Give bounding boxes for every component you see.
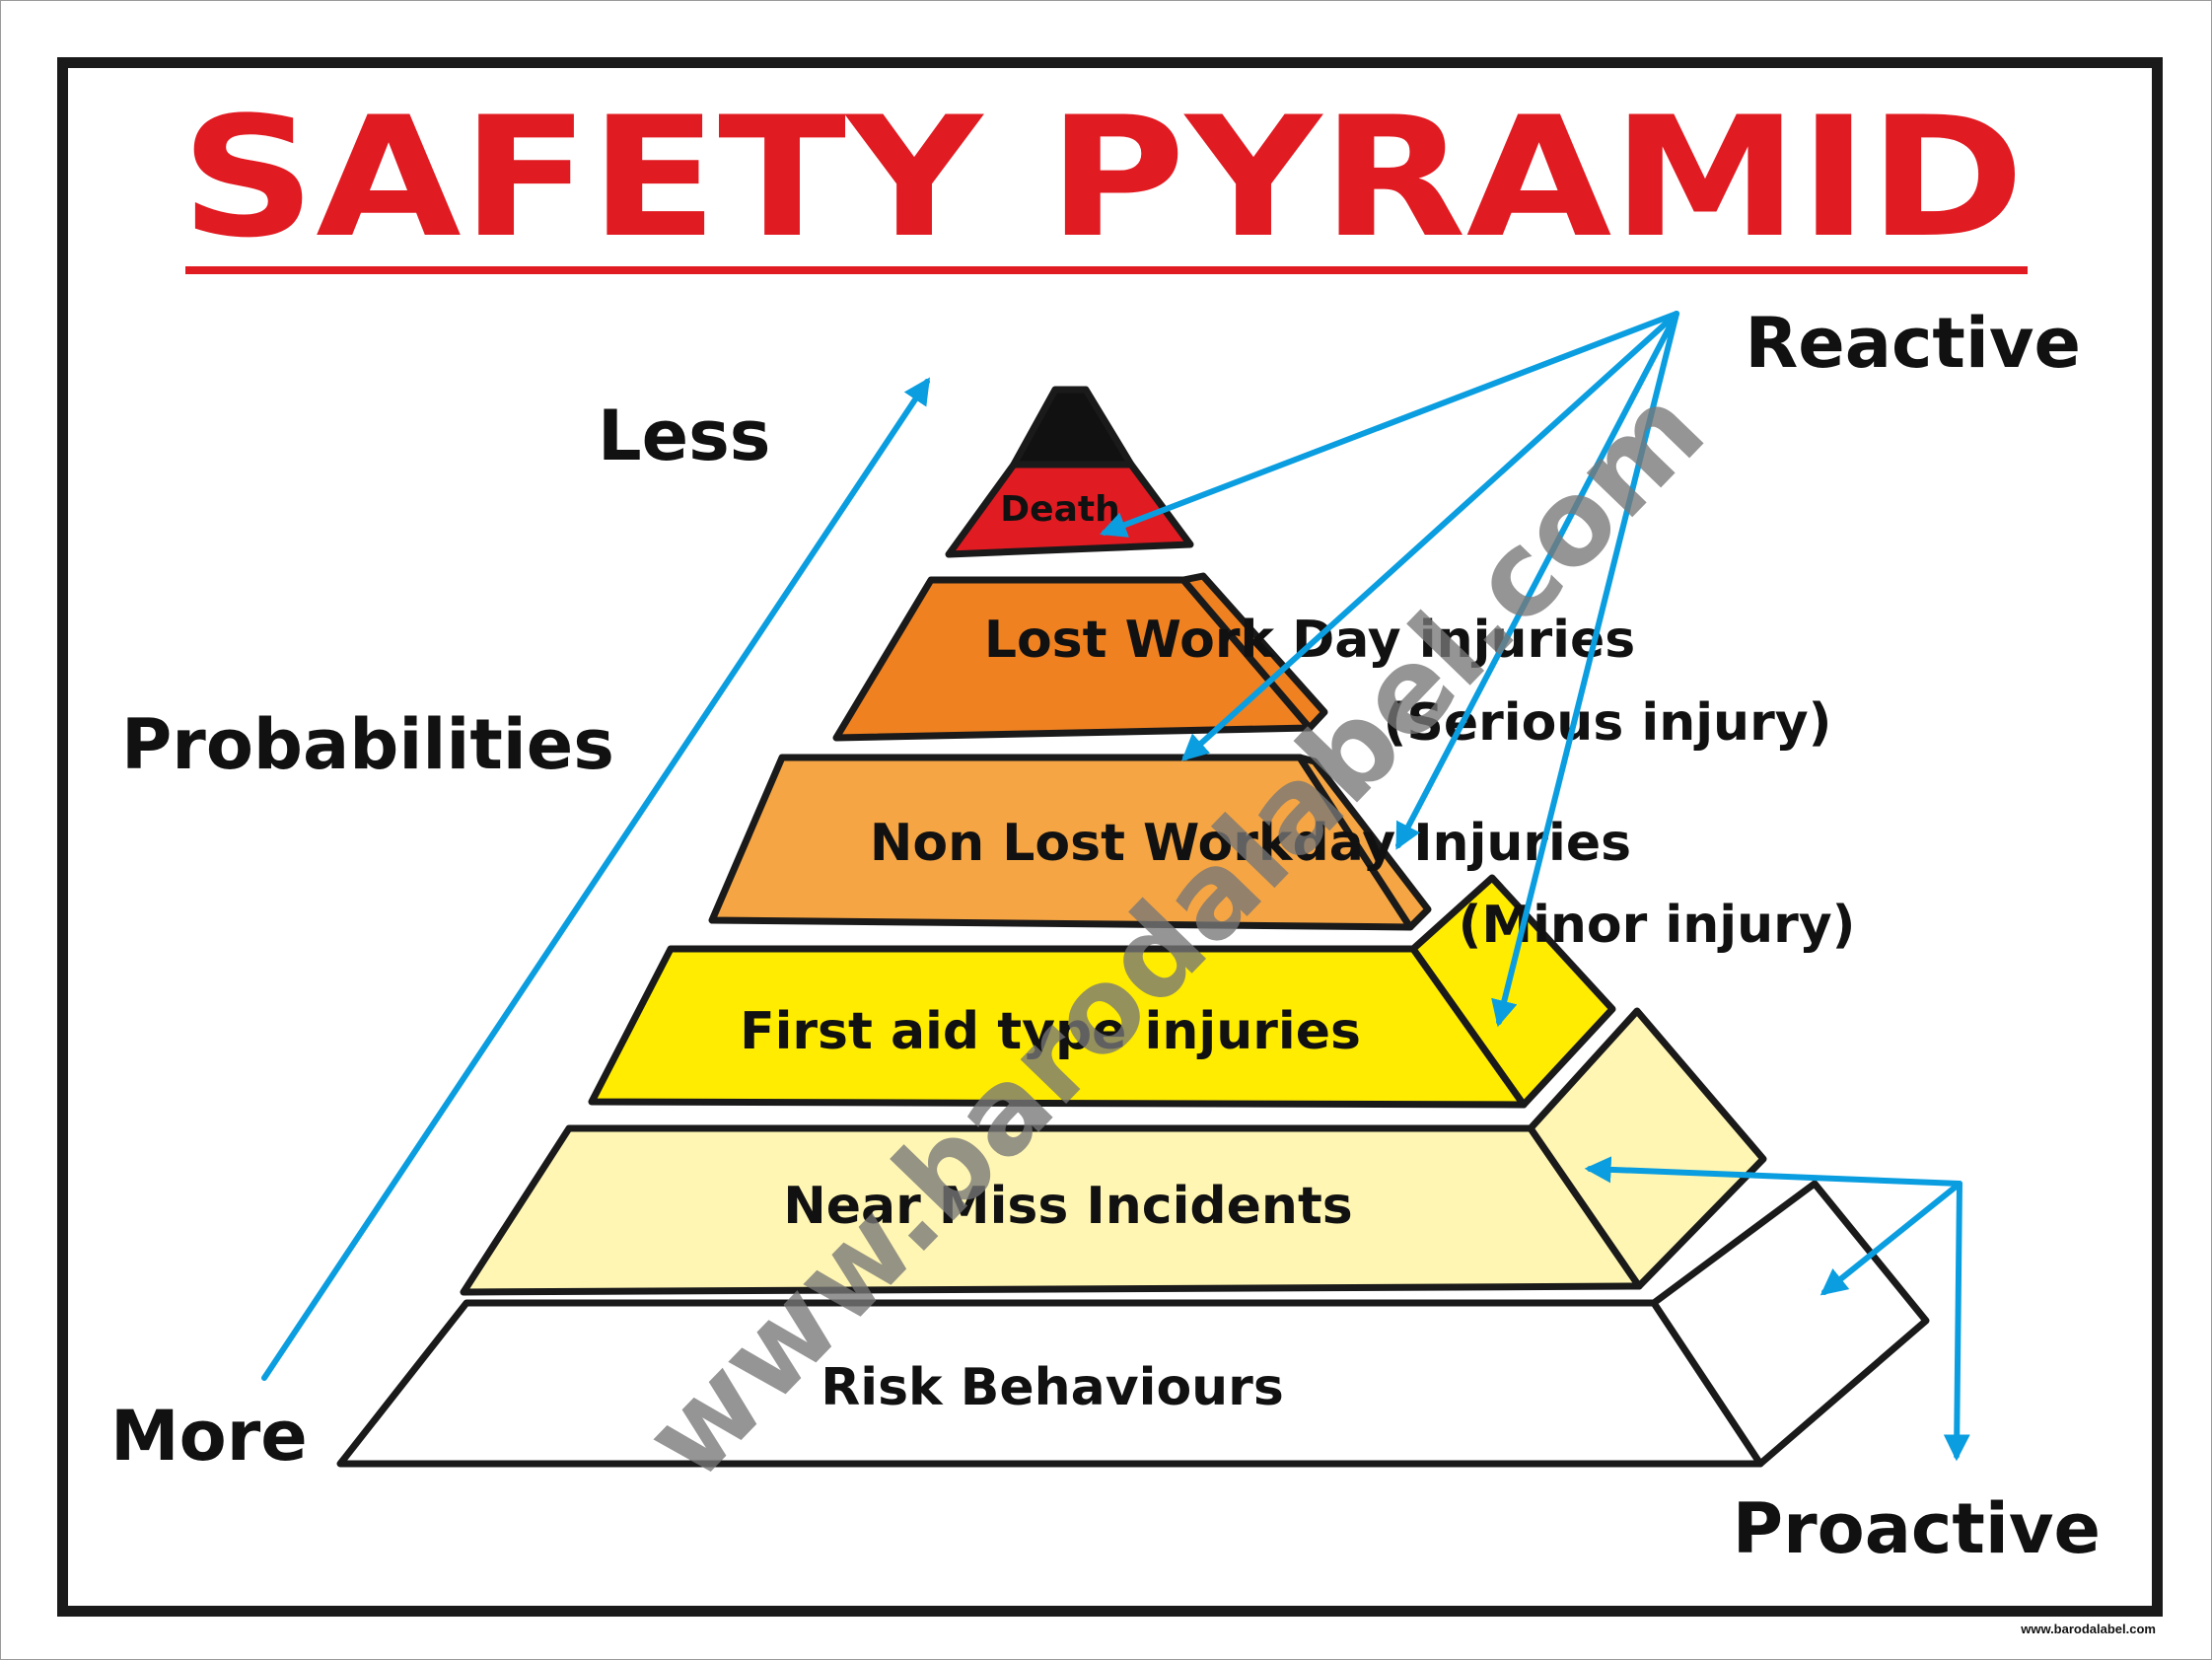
probability-arrow xyxy=(261,377,930,1381)
proactive-arrow-down xyxy=(1943,1181,1970,1462)
poster-frame xyxy=(57,57,2163,1617)
reactive-arrow-lost-work xyxy=(1180,311,1679,761)
tier-non-lost-workday xyxy=(708,754,1432,931)
tier-risk-behaviours xyxy=(336,1180,1930,1468)
reactive-arrow-first-aid xyxy=(1491,311,1679,1028)
death-label: Death xyxy=(1000,489,1119,530)
serious-injury-label: (Serious injury) xyxy=(1384,693,1832,753)
reactive-arrow-non-lost xyxy=(1395,311,1679,850)
proactive-arrow-risk xyxy=(1820,1181,1962,1296)
tier-lost-work-day xyxy=(832,572,1328,742)
more-label: More xyxy=(110,1396,308,1477)
risk-behaviours-label: Risk Behaviours xyxy=(821,1358,1284,1417)
less-label: Less xyxy=(598,396,770,476)
reactive-arrow-death xyxy=(1099,311,1679,538)
poster-title: SAFETY PYRAMID xyxy=(180,81,2025,274)
tier-death xyxy=(945,386,1194,558)
reactive-label: Reactive xyxy=(1745,303,2081,384)
first-aid-label: First aid type injuries xyxy=(740,1002,1361,1061)
near-miss-label: Near Miss Incidents xyxy=(783,1177,1353,1236)
proactive-arrow-near-miss xyxy=(1584,1156,1962,1187)
tier-first-aid xyxy=(588,874,1616,1109)
lost-work-day-label: Lost Work Day injuries xyxy=(984,611,1635,670)
footer-url: www.barodalabel.com xyxy=(2021,1622,2156,1636)
probabilities-label: Probabilities xyxy=(121,704,614,785)
non-lost-workday-label: Non Lost Workday Injuries xyxy=(870,814,1631,873)
tier-near-miss xyxy=(460,1007,1767,1296)
proactive-label: Proactive xyxy=(1733,1488,2101,1569)
